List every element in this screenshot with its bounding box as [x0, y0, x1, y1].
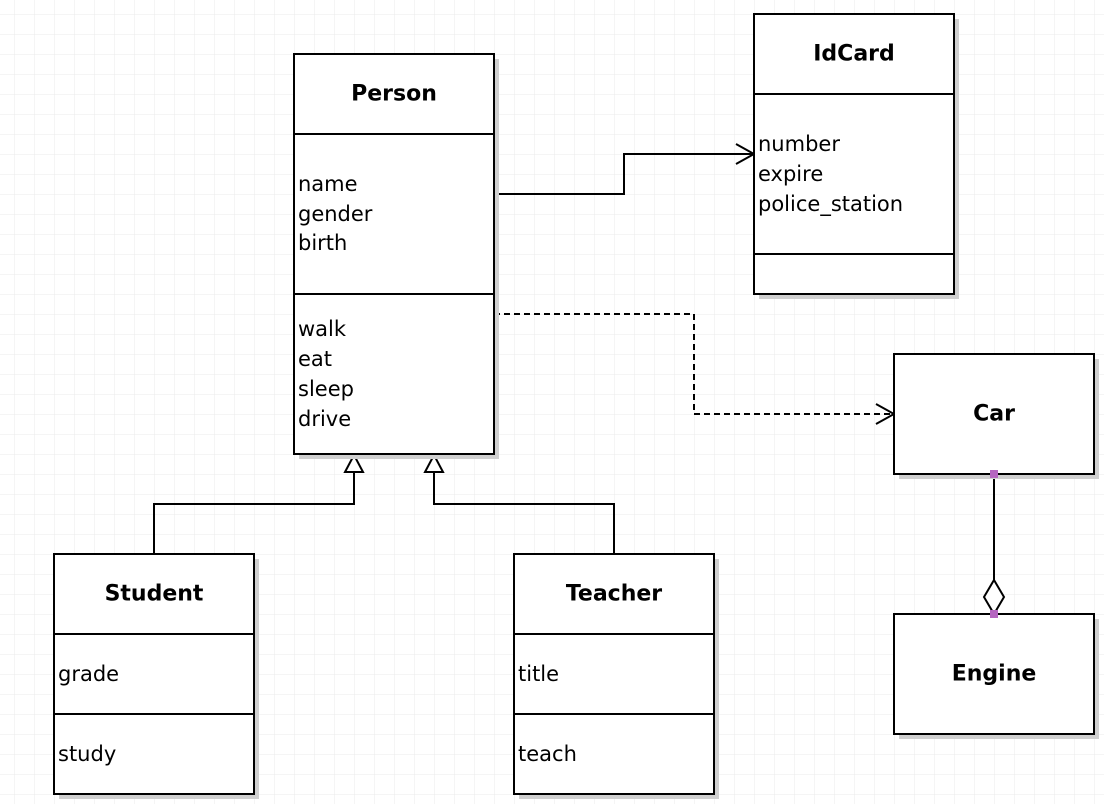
triangle-arrow-icon — [343, 452, 365, 473]
attribute: grade — [58, 662, 119, 686]
generalization-teacher-person[interactable] — [423, 452, 615, 554]
class-title: Person — [351, 82, 437, 107]
class-teacher[interactable]: Teacher title teach — [513, 553, 719, 799]
method: drive — [298, 407, 351, 431]
method: sleep — [298, 377, 354, 401]
class-title: Car — [973, 402, 1015, 427]
connection-handle[interactable] — [990, 610, 998, 618]
class-title: Student — [105, 582, 204, 607]
class-car[interactable]: Car — [893, 353, 1099, 479]
connection-handle[interactable] — [990, 470, 998, 478]
attribute: police_station — [758, 192, 903, 217]
attribute: birth — [298, 231, 347, 255]
class-idcard[interactable]: IdCard number expire police_station — [753, 13, 959, 299]
attribute: name — [298, 172, 358, 196]
method: teach — [518, 742, 577, 766]
attribute: gender — [298, 202, 373, 226]
aggregation-car-engine[interactable] — [982, 474, 1006, 616]
method: eat — [298, 347, 332, 371]
class-person[interactable]: Person name gender birth walk eat sleep … — [293, 53, 499, 459]
class-title: IdCard — [813, 42, 895, 67]
triangle-arrow-icon — [423, 452, 445, 473]
class-student[interactable]: Student grade study — [53, 553, 259, 799]
method: study — [58, 742, 116, 766]
class-engine[interactable]: Engine — [893, 613, 1099, 739]
attribute: expire — [758, 162, 823, 186]
attribute: title — [518, 662, 559, 686]
generalization-student-person[interactable] — [153, 452, 365, 554]
attribute: number — [758, 132, 840, 156]
method: walk — [298, 317, 347, 341]
class-title: Engine — [952, 662, 1037, 687]
class-title: Teacher — [566, 582, 662, 607]
